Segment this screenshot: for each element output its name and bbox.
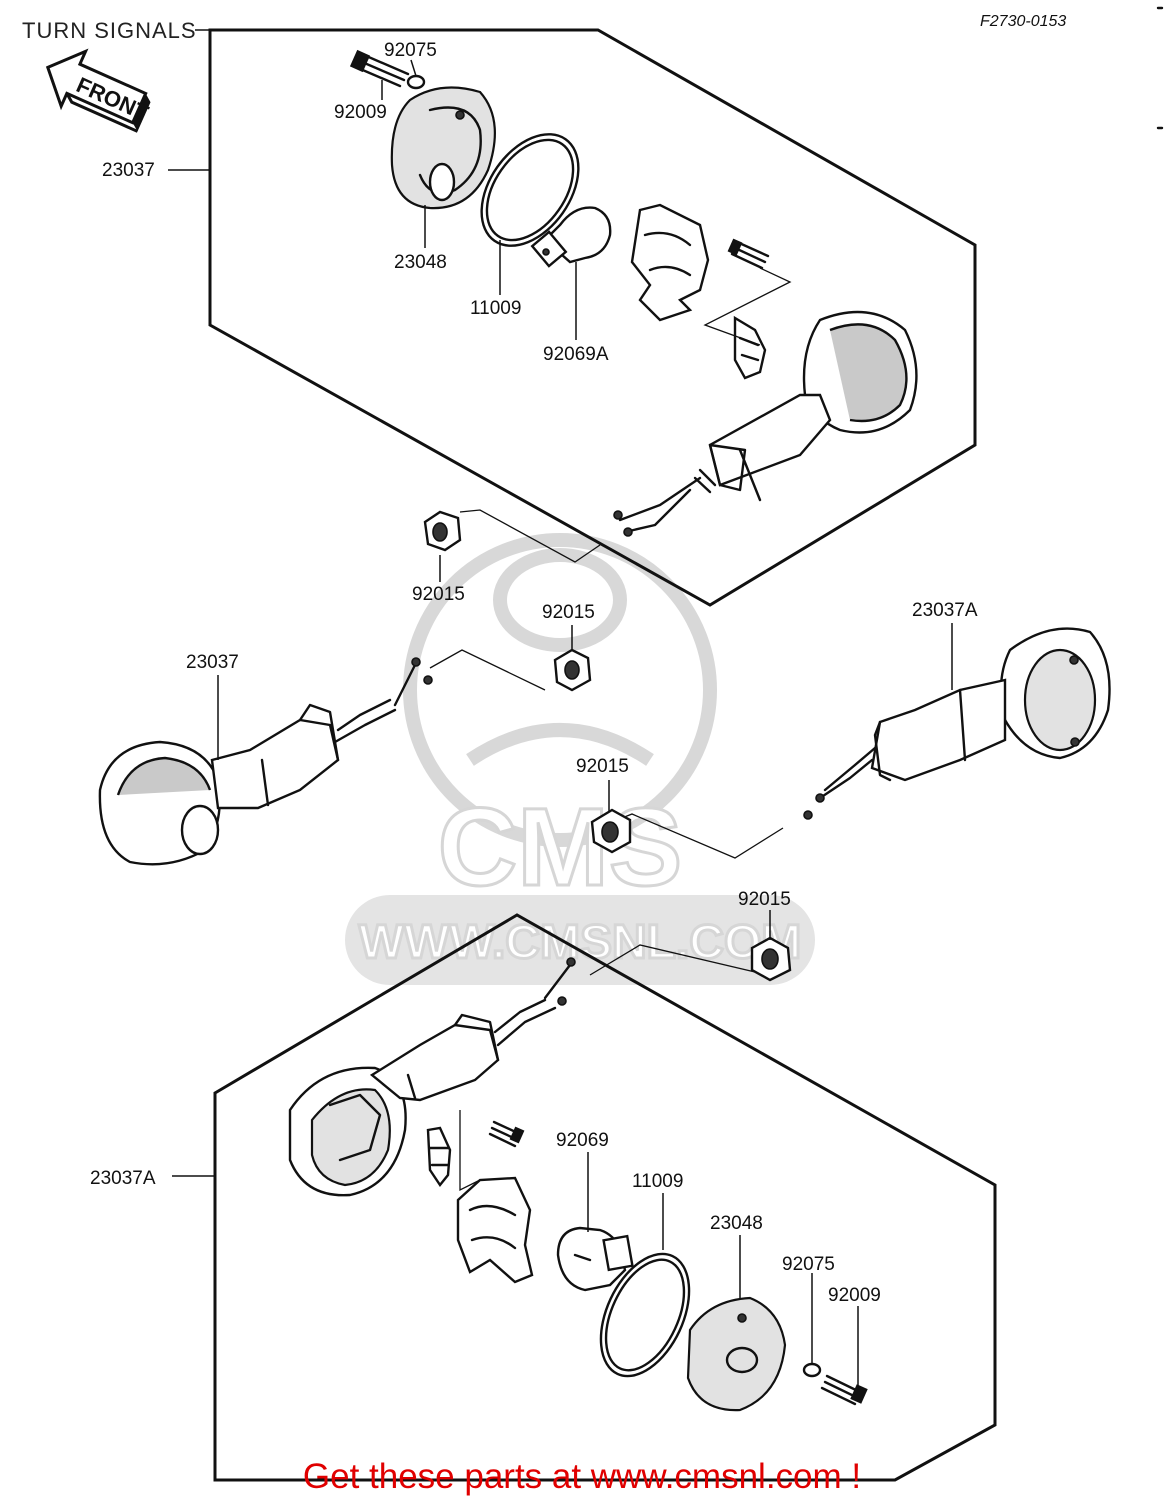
- callout-top-screw: 92009: [334, 102, 387, 123]
- top-terminal-clip-icon: [733, 315, 767, 380]
- top-socket-screw-icon: [727, 238, 770, 270]
- bottom-socket-bracket-icon: [456, 1176, 534, 1284]
- bottom-washer-icon: [802, 1362, 822, 1378]
- callout-bottom-washer: 92075: [782, 1254, 835, 1275]
- bottom-screw-icon: [820, 1374, 868, 1406]
- nut-a-leader: [459, 509, 601, 563]
- figure-code: F2730-0153: [980, 13, 1066, 30]
- bottom-bulb-icon: [556, 1226, 634, 1292]
- cms-watermark: CMS WWW.CMSNL.COM: [345, 533, 815, 985]
- bottom-turn-signal-housing-icon: [288, 957, 576, 1197]
- callout-left-assembly: 23037: [186, 652, 239, 673]
- top-bulb-icon: [530, 206, 612, 268]
- front-direction-arrow-icon: FRONT: [45, 48, 153, 133]
- diagram-title: TURN SIGNALS: [22, 18, 197, 43]
- callout-bottom-gasket: 11009: [632, 1171, 683, 1192]
- callout-right-assembly: 23037A: [912, 600, 978, 621]
- bottom-lens-icon: [686, 1296, 787, 1412]
- top-washer-icon: [406, 74, 426, 90]
- callout-nut-d: 92015: [738, 889, 791, 910]
- top-socket-bracket-icon: [630, 203, 710, 322]
- bottom-terminal-clip-icon: [426, 1126, 452, 1188]
- nut-c-icon: [590, 808, 632, 854]
- watermark-banner: [345, 895, 815, 985]
- nut-b-icon: [553, 648, 592, 692]
- bottom-gasket-icon: [599, 1252, 691, 1378]
- callout-top-lens: 23048: [394, 252, 447, 273]
- bottom-socket-screw-icon: [488, 1120, 525, 1148]
- callout-top-assembly: 23037: [102, 160, 155, 181]
- nut-d-leader: [589, 944, 756, 976]
- top-lens-icon: [390, 86, 496, 210]
- callout-bottom-assembly: 23037A: [90, 1168, 156, 1189]
- bottom-screw-leader-a: [459, 1110, 481, 1192]
- watermark-brand: CMS: [438, 786, 682, 909]
- leader-lines: [168, 59, 953, 1390]
- nut-c-leader: [621, 813, 784, 859]
- promo-link[interactable]: Get these parts at www.cmsnl.com !: [303, 1457, 861, 1496]
- left-turn-signal-unit-icon: [98, 657, 433, 866]
- right-turn-signal-unit-icon: [803, 627, 1111, 820]
- bottom-assembly-frame: [213, 913, 997, 1482]
- top-assembly-frame: [208, 28, 977, 607]
- top-screw-icon: [349, 49, 410, 88]
- callout-bottom-lens: 23048: [710, 1213, 763, 1234]
- callout-top-bulb: 92069A: [543, 344, 609, 365]
- callout-nut-a: 92015: [412, 584, 465, 605]
- nut-a-icon: [423, 510, 462, 552]
- callout-bottom-bulb: 92069: [556, 1130, 609, 1151]
- callout-top-gasket: 11009: [470, 298, 521, 319]
- watermark-url: WWW.CMSNL.COM: [359, 916, 802, 969]
- top-gasket-icon: [480, 133, 580, 247]
- callout-top-washer: 92075: [384, 40, 437, 61]
- top-screw-leader: [703, 267, 792, 346]
- callout-nut-b: 92015: [542, 602, 595, 623]
- callout-bottom-screw: 92009: [828, 1285, 881, 1306]
- nut-b-leader: [429, 649, 546, 691]
- top-turn-signal-unit-icon: [613, 310, 918, 537]
- callout-nut-c: 92015: [576, 756, 629, 777]
